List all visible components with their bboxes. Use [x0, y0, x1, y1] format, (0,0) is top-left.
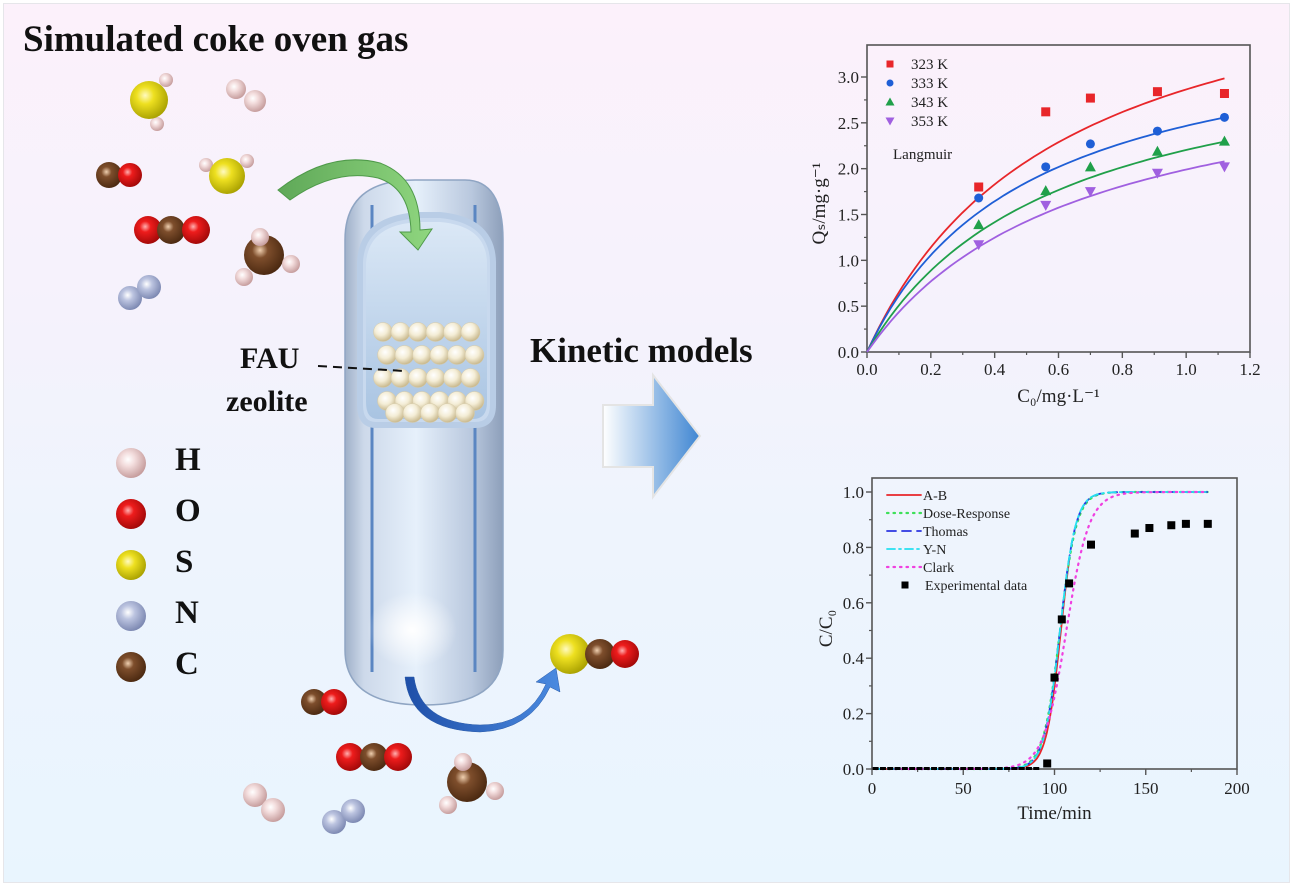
atom-h — [282, 255, 300, 273]
zeolite-bead — [402, 403, 423, 423]
atom-h — [454, 753, 472, 771]
zeolite-bead — [425, 322, 446, 342]
molecule-ch4 — [439, 753, 504, 814]
atom-h — [261, 798, 285, 822]
atom-c — [301, 689, 327, 715]
atom-h — [240, 154, 254, 168]
process-label: Kinetic models — [530, 331, 753, 370]
adsorption-column — [344, 179, 504, 706]
atom-c — [447, 762, 487, 802]
zeolite-bed — [373, 322, 485, 423]
atom-h — [226, 79, 246, 99]
element-legend-label-c: C — [175, 646, 199, 682]
atom-o — [182, 216, 210, 244]
atom-h — [251, 228, 269, 246]
atom-o — [116, 499, 146, 529]
molecule-h2 — [226, 79, 266, 112]
zeolite-bead — [420, 403, 440, 423]
atom-s — [209, 158, 245, 194]
atom-s — [116, 550, 146, 580]
zeolite-bead — [425, 368, 446, 388]
atom-h — [235, 268, 253, 286]
zeolite-bead — [412, 345, 432, 365]
zeolite-bead — [447, 345, 467, 365]
element-legend-label-n: N — [175, 595, 199, 631]
molecule-cos — [550, 634, 639, 674]
atom-h — [116, 448, 146, 478]
element-legend-label-o: O — [175, 493, 201, 529]
zeolite-bead — [437, 403, 458, 423]
atom-n — [116, 601, 146, 631]
molecule-co2 — [336, 743, 412, 771]
atom-c — [244, 235, 284, 275]
atom-h — [244, 90, 266, 112]
atom-n — [118, 286, 142, 310]
atom-h — [150, 117, 164, 131]
element-legend — [116, 448, 146, 682]
atom-c — [157, 216, 185, 244]
atom-h — [243, 783, 267, 807]
atom-n — [341, 799, 365, 823]
molecules — [96, 73, 639, 834]
atom-h — [439, 796, 457, 814]
atom-c — [116, 652, 146, 682]
zeolite-bead — [455, 403, 475, 423]
zeolite-bead — [385, 403, 405, 423]
atom-s — [130, 81, 168, 119]
inlet-arrow-icon — [277, 159, 433, 251]
zeolite-bead — [408, 368, 428, 388]
zeolite-bead — [394, 345, 415, 365]
atom-n — [322, 810, 346, 834]
atom-o — [336, 743, 364, 771]
atom-h — [199, 158, 213, 172]
zeolite-bead — [377, 345, 397, 365]
zeolite-bead — [429, 345, 450, 365]
atom-h — [159, 73, 173, 87]
molecule-n2 — [118, 275, 161, 310]
column-glow — [367, 592, 457, 668]
zeolite-bead — [408, 322, 428, 342]
atom-s — [550, 634, 590, 674]
atom-h — [486, 782, 504, 800]
atom-c — [585, 639, 615, 669]
atom-o — [384, 743, 412, 771]
adsorbent-label-fau: FAU — [240, 342, 300, 375]
molecule-n2 — [322, 799, 365, 834]
zeolite-bead — [460, 322, 481, 342]
atom-c — [360, 743, 388, 771]
main-title: Simulated coke oven gas — [23, 19, 409, 60]
atom-c — [96, 162, 122, 188]
molecule-co — [96, 162, 142, 188]
zeolite-bead — [443, 322, 463, 342]
zeolite-bead — [460, 368, 481, 388]
molecule-co — [301, 689, 347, 715]
molecule-co2 — [134, 216, 210, 244]
element-legend-label-h: H — [175, 442, 201, 478]
molecule-h2s — [199, 154, 254, 194]
zeolite-bead — [390, 322, 411, 342]
molecule-h2 — [243, 783, 285, 822]
atom-o — [611, 640, 639, 668]
atom-o — [321, 689, 347, 715]
element-legend-label-s: S — [175, 544, 194, 580]
molecule-ch4 — [235, 228, 300, 286]
zeolite-bead — [373, 368, 393, 388]
zeolite-bead — [373, 322, 393, 342]
zeolite-bead — [464, 345, 485, 365]
adsorbent-label-zeolite: zeolite — [226, 385, 308, 418]
process-arrow-icon — [602, 372, 702, 500]
zeolite-bead — [443, 368, 463, 388]
atom-o — [134, 216, 162, 244]
atom-n — [137, 275, 161, 299]
molecule-h2s — [130, 73, 173, 131]
atom-o — [118, 163, 142, 187]
